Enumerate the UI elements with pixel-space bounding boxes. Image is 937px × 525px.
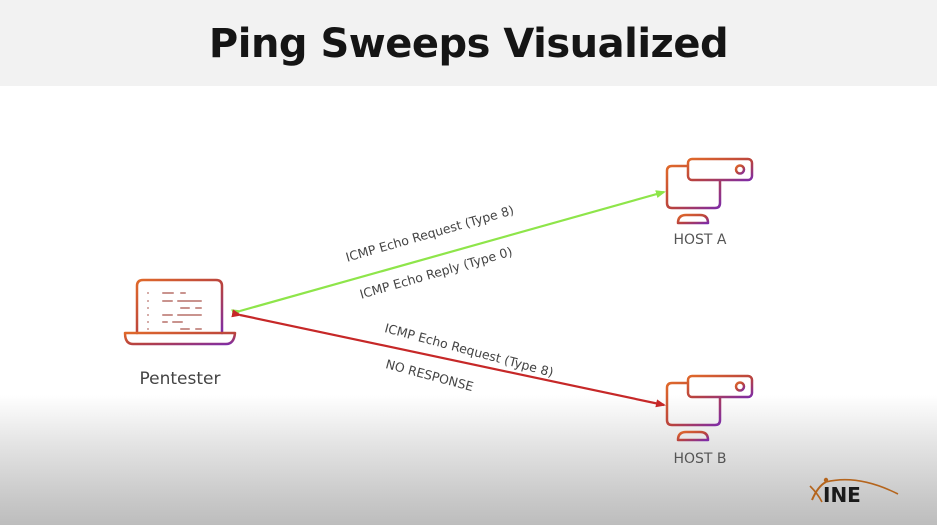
connection-pentester-host-a — [231, 190, 666, 318]
ine-logo: INE — [809, 477, 899, 507]
slide-title: Ping Sweeps Visualized — [208, 21, 729, 67]
connection-pentester-host-b — [231, 309, 666, 408]
host-a-label: HOST A — [673, 232, 727, 248]
laptop-icon — [123, 278, 237, 346]
pentester-label: Pentester — [139, 369, 221, 389]
terminal-lines-icon — [147, 292, 202, 330]
host-b-icon — [665, 374, 754, 442]
slide-header: Ping Sweeps Visualized — [0, 0, 937, 86]
host-b-label: HOST B — [673, 451, 727, 467]
logo-text: INE — [823, 483, 861, 507]
host-a-icon — [665, 157, 754, 225]
